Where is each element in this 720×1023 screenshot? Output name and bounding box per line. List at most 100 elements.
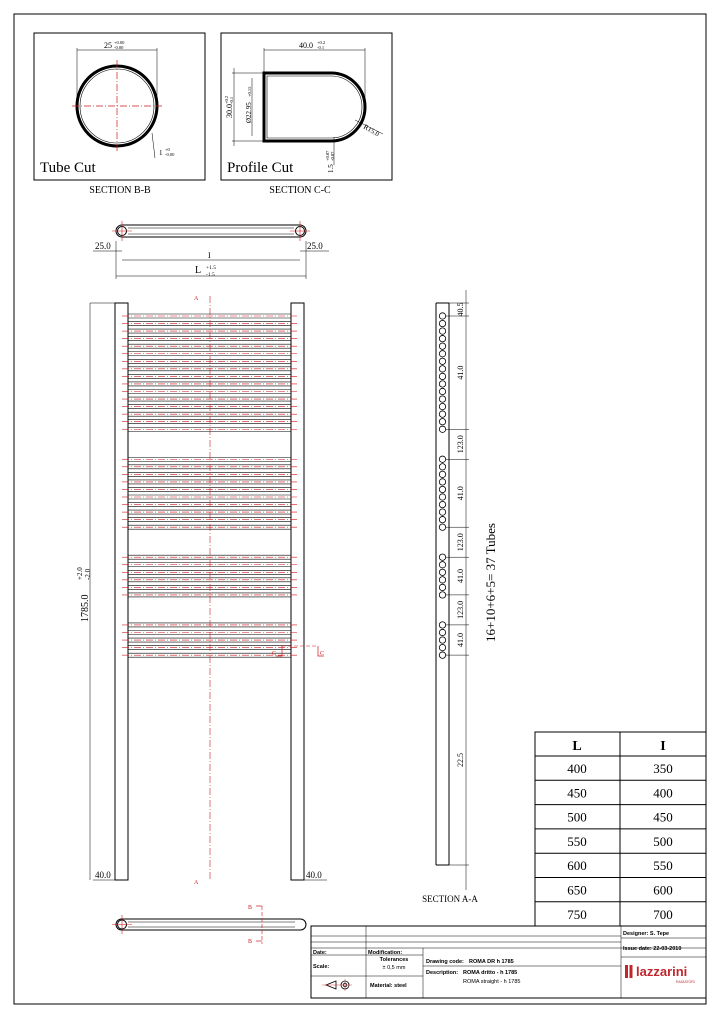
side-tube-circle (438, 327, 447, 335)
side-tube-circle (438, 508, 447, 516)
tube-rung (122, 472, 298, 477)
side-tube-circle (438, 418, 447, 426)
size-table-cell-i: 500 (653, 834, 673, 849)
bottom-right-dim: 40.0 (306, 870, 322, 880)
brand-subtitle: RADIATORI (676, 980, 695, 984)
profile-radius-dim: R15.0 (362, 123, 381, 139)
side-tube-circle (438, 636, 447, 644)
marker-c-left-arrow (276, 646, 283, 657)
tube-rung (122, 328, 298, 334)
tube-rung (122, 374, 298, 379)
side-tube-circle (438, 621, 447, 629)
material: Material: steel (370, 983, 407, 989)
side-tube-circle (438, 357, 447, 365)
side-tube-circle (438, 583, 447, 592)
size-table-cell-i: 450 (653, 810, 673, 825)
tube-width-tol-upper: +0.00 (114, 40, 125, 45)
side-tube-circle (438, 335, 447, 343)
profile-wall-tol-lower: -0.07 (330, 151, 335, 161)
tolerances-label: Tolerances (380, 957, 409, 963)
marker-b-bottom: B (248, 939, 252, 945)
size-table-cell-i: 550 (653, 858, 673, 873)
tube-rung (122, 517, 298, 522)
side-tube-circle (438, 478, 447, 486)
end-view: B B (112, 905, 307, 945)
profile-width-dim: 40.0 (299, 41, 313, 50)
length-tol-lower: -1.5 (206, 272, 215, 278)
side-tube-circle (438, 643, 447, 652)
tube-wall-dim: 1 (159, 149, 163, 157)
tube-wall-leader (151, 132, 156, 159)
side-tube-circle (438, 500, 447, 509)
side-tube-circle (438, 470, 447, 478)
marker-c-right: C (320, 651, 324, 657)
date-label: Date: (313, 950, 327, 956)
side-tube-sections (438, 312, 447, 659)
side-tube-circle (438, 380, 447, 388)
side-dim-label: 40.5 (456, 303, 465, 317)
profile-outline (262, 71, 367, 143)
side-tube-circle (438, 523, 447, 531)
profile-width-tol-upper: +0.2 (317, 40, 325, 45)
tube-cut-title: Tube Cut (40, 160, 97, 176)
scale-label: Scale: (313, 964, 329, 970)
section-b-b-caption: SECTION B-B (89, 185, 151, 196)
lazzarini-logo: lazzarini RADIATORI (625, 964, 695, 984)
side-tube-circle (438, 576, 447, 584)
side-tube-circle (438, 350, 447, 358)
tube-rung (122, 396, 298, 402)
size-table-cell-l: 550 (567, 834, 587, 849)
description-en: ROMA straight - h 1785 (463, 979, 520, 985)
profile-inner-dim: Ø22.95 (245, 102, 253, 123)
profile-wall-dim: 1.5 (327, 164, 335, 173)
height-dim: 1785.0 (80, 595, 91, 623)
tube-width-dim: 25 (104, 41, 112, 50)
tube-rung (122, 411, 298, 417)
profile-inner-tol: +0.15 (247, 86, 252, 97)
size-table-cell-l: 500 (567, 810, 587, 825)
side-tube-circle (438, 319, 447, 328)
inner-length-label: I (208, 251, 211, 260)
size-table-cell-l: 450 (567, 785, 587, 800)
right-collector (290, 302, 305, 881)
end-view-body (115, 918, 307, 931)
profile-inner-outline (266, 75, 363, 139)
side-dim-label: 123.0 (456, 533, 465, 551)
size-table-cell-i: 400 (653, 785, 673, 800)
title-block: Date: Modification: Scale: Tolerances ± … (310, 925, 707, 999)
drawing-code-label: Drawing code: (426, 959, 464, 965)
side-tube-circle (438, 463, 447, 471)
side-tube-circle (438, 485, 447, 494)
drawing-code: ROMA DR h 1785 (469, 959, 514, 965)
size-table-cell-l: 650 (567, 883, 587, 898)
side-dim-label: 41.0 (456, 366, 465, 380)
tube-rung (122, 592, 298, 598)
side-dim-label: 123.0 (456, 601, 465, 619)
side-tube-circle (438, 651, 447, 659)
issue-date: Issue date: 22-03-2010 (623, 946, 681, 952)
marker-a-bottom: A (194, 880, 199, 886)
profile-cut-title: Profile Cut (227, 160, 294, 176)
size-table-header-l: L (572, 739, 581, 754)
tube-rung (122, 313, 298, 319)
tube-cut-frame (33, 32, 206, 181)
designer: Designer: S. Tepe (623, 931, 669, 937)
tube-rung (122, 637, 298, 643)
side-dim-label: 41.0 (456, 633, 465, 647)
profile-cut-panel: 40.0 +0.2 -0.1 30.0 +0.2 -0.1 Ø22.95 +0.… (220, 32, 393, 181)
size-table-cell-l: 400 (567, 761, 587, 776)
profile-height-tol-upper: +0.2 (224, 96, 229, 104)
profile-width-tol-lower: -0.1 (317, 45, 324, 50)
height-tol-lower: -2.0 (84, 568, 92, 580)
top-view-body (115, 224, 307, 238)
offset-left-dim: 25.0 (95, 241, 111, 251)
side-tube-circle (438, 312, 447, 320)
size-table-cell-l: 750 (567, 907, 587, 922)
side-tube-circle (438, 395, 447, 403)
side-tube-circle (438, 591, 447, 599)
side-tube-circle (438, 568, 447, 576)
